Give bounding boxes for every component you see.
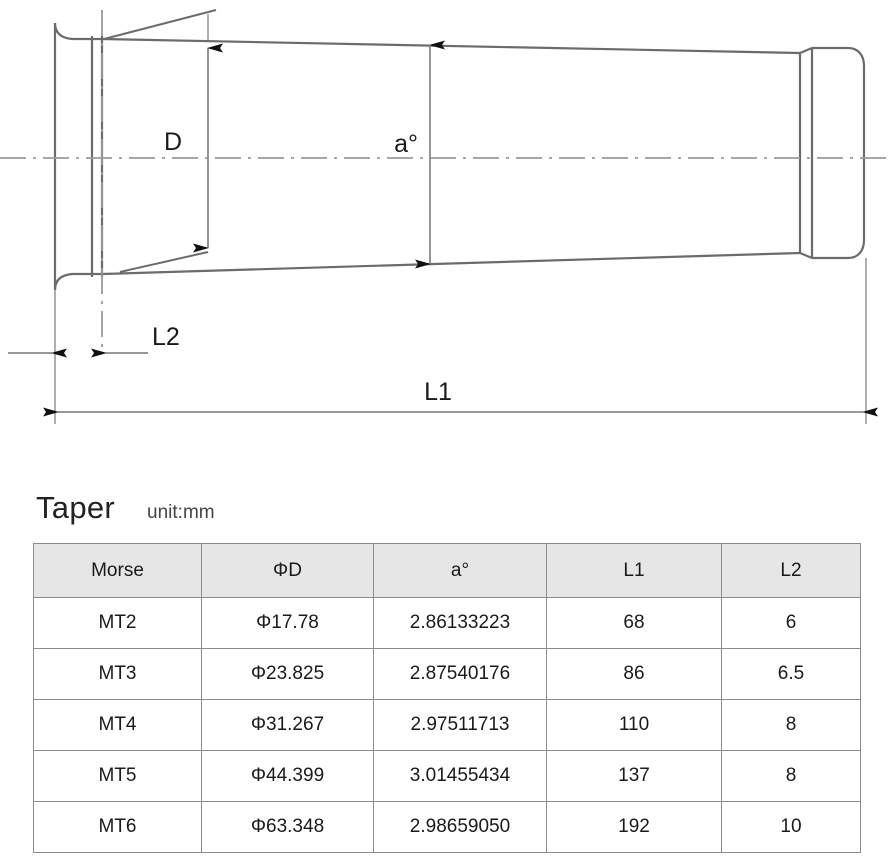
table-heading-row: Taper unit:mm xyxy=(36,490,215,526)
table-row: MT5 Φ44.399 3.01455434 137 8 xyxy=(33,750,861,802)
taper-spec-section: Taper unit:mm Morse ΦD a° L1 L2 MT2 Φ17.… xyxy=(0,440,893,858)
taper-cross-section-svg: D a° L2 L1 xyxy=(0,9,893,424)
table-header-row: Morse ΦD a° L1 L2 xyxy=(33,543,861,598)
taper-top-edge xyxy=(101,37,801,55)
dimension-d: D xyxy=(119,43,223,273)
cell-diameter: Φ17.78 xyxy=(201,597,374,649)
cell-l2: 6.5 xyxy=(721,648,861,700)
dimension-l1-label: L1 xyxy=(424,378,452,406)
tang-fillet-bottom xyxy=(53,272,102,291)
taper-dimensions-table: Morse ΦD a° L1 L2 MT2 Φ17.78 2.86133223 … xyxy=(33,543,861,853)
cell-diameter: Φ63.348 xyxy=(201,801,374,853)
cell-diameter: Φ44.399 xyxy=(201,750,374,802)
column-header-morse: Morse xyxy=(33,543,202,598)
shoulder-chamfer-bottom xyxy=(799,251,813,260)
taper-bottom-edge xyxy=(101,251,801,276)
table-row: MT4 Φ31.267 2.97511713 110 8 xyxy=(33,699,861,751)
cell-l2: 10 xyxy=(721,801,861,853)
dimension-angle: a° xyxy=(394,40,445,269)
cell-l1: 192 xyxy=(546,801,722,853)
cell-l1: 68 xyxy=(546,597,722,649)
cell-morse: MT2 xyxy=(33,597,202,649)
dimension-d-leader-bottom xyxy=(119,251,209,273)
cell-l2: 8 xyxy=(721,699,861,751)
column-header-angle: a° xyxy=(373,543,547,598)
cell-l1: 137 xyxy=(546,750,722,802)
table-row: MT3 Φ23.825 2.87540176 86 6.5 xyxy=(33,648,861,700)
table-body: MT2 Φ17.78 2.86133223 68 6 MT3 Φ23.825 2… xyxy=(33,597,861,853)
cell-l2: 6 xyxy=(721,597,861,649)
cell-angle: 2.87540176 xyxy=(373,648,547,700)
dimension-l2-label: L2 xyxy=(152,323,180,351)
cell-angle: 3.01455434 xyxy=(373,750,547,802)
cell-morse: MT3 xyxy=(33,648,202,700)
cell-diameter: Φ31.267 xyxy=(201,699,374,751)
technical-drawing: D a° L2 L1 xyxy=(0,9,893,424)
tang-fillet-top xyxy=(53,22,102,41)
table-row: MT6 Φ63.348 2.98659050 192 10 xyxy=(33,801,861,853)
cell-morse: MT6 xyxy=(33,801,202,853)
cell-l2: 8 xyxy=(721,750,861,802)
centerlines xyxy=(0,10,893,352)
dimension-l2: L2 xyxy=(8,323,180,358)
dimension-angle-label: a° xyxy=(394,130,418,158)
dimension-d-label: D xyxy=(164,128,182,156)
column-header-diameter: ΦD xyxy=(201,543,374,598)
taper-leader-line xyxy=(103,9,217,40)
cell-l1: 110 xyxy=(546,699,722,751)
end-cap xyxy=(812,46,866,260)
cell-angle: 2.97511713 xyxy=(373,699,547,751)
section-title: Taper xyxy=(36,490,116,525)
dimension-l1: L1 xyxy=(43,378,878,417)
unit-note: unit:mm xyxy=(147,502,215,523)
cell-l1: 86 xyxy=(546,648,722,700)
column-header-l1: L1 xyxy=(546,543,722,598)
cell-angle: 2.98659050 xyxy=(373,801,547,853)
cell-morse: MT4 xyxy=(33,699,202,751)
cell-diameter: Φ23.825 xyxy=(201,648,374,700)
taper-body-outline xyxy=(53,22,866,291)
cell-morse: MT5 xyxy=(33,750,202,802)
extension-lines xyxy=(54,14,867,424)
column-header-l2: L2 xyxy=(721,543,861,598)
shoulder-chamfer-top xyxy=(799,46,813,55)
cell-angle: 2.86133223 xyxy=(373,597,547,649)
table-row: MT2 Φ17.78 2.86133223 68 6 xyxy=(33,597,861,649)
